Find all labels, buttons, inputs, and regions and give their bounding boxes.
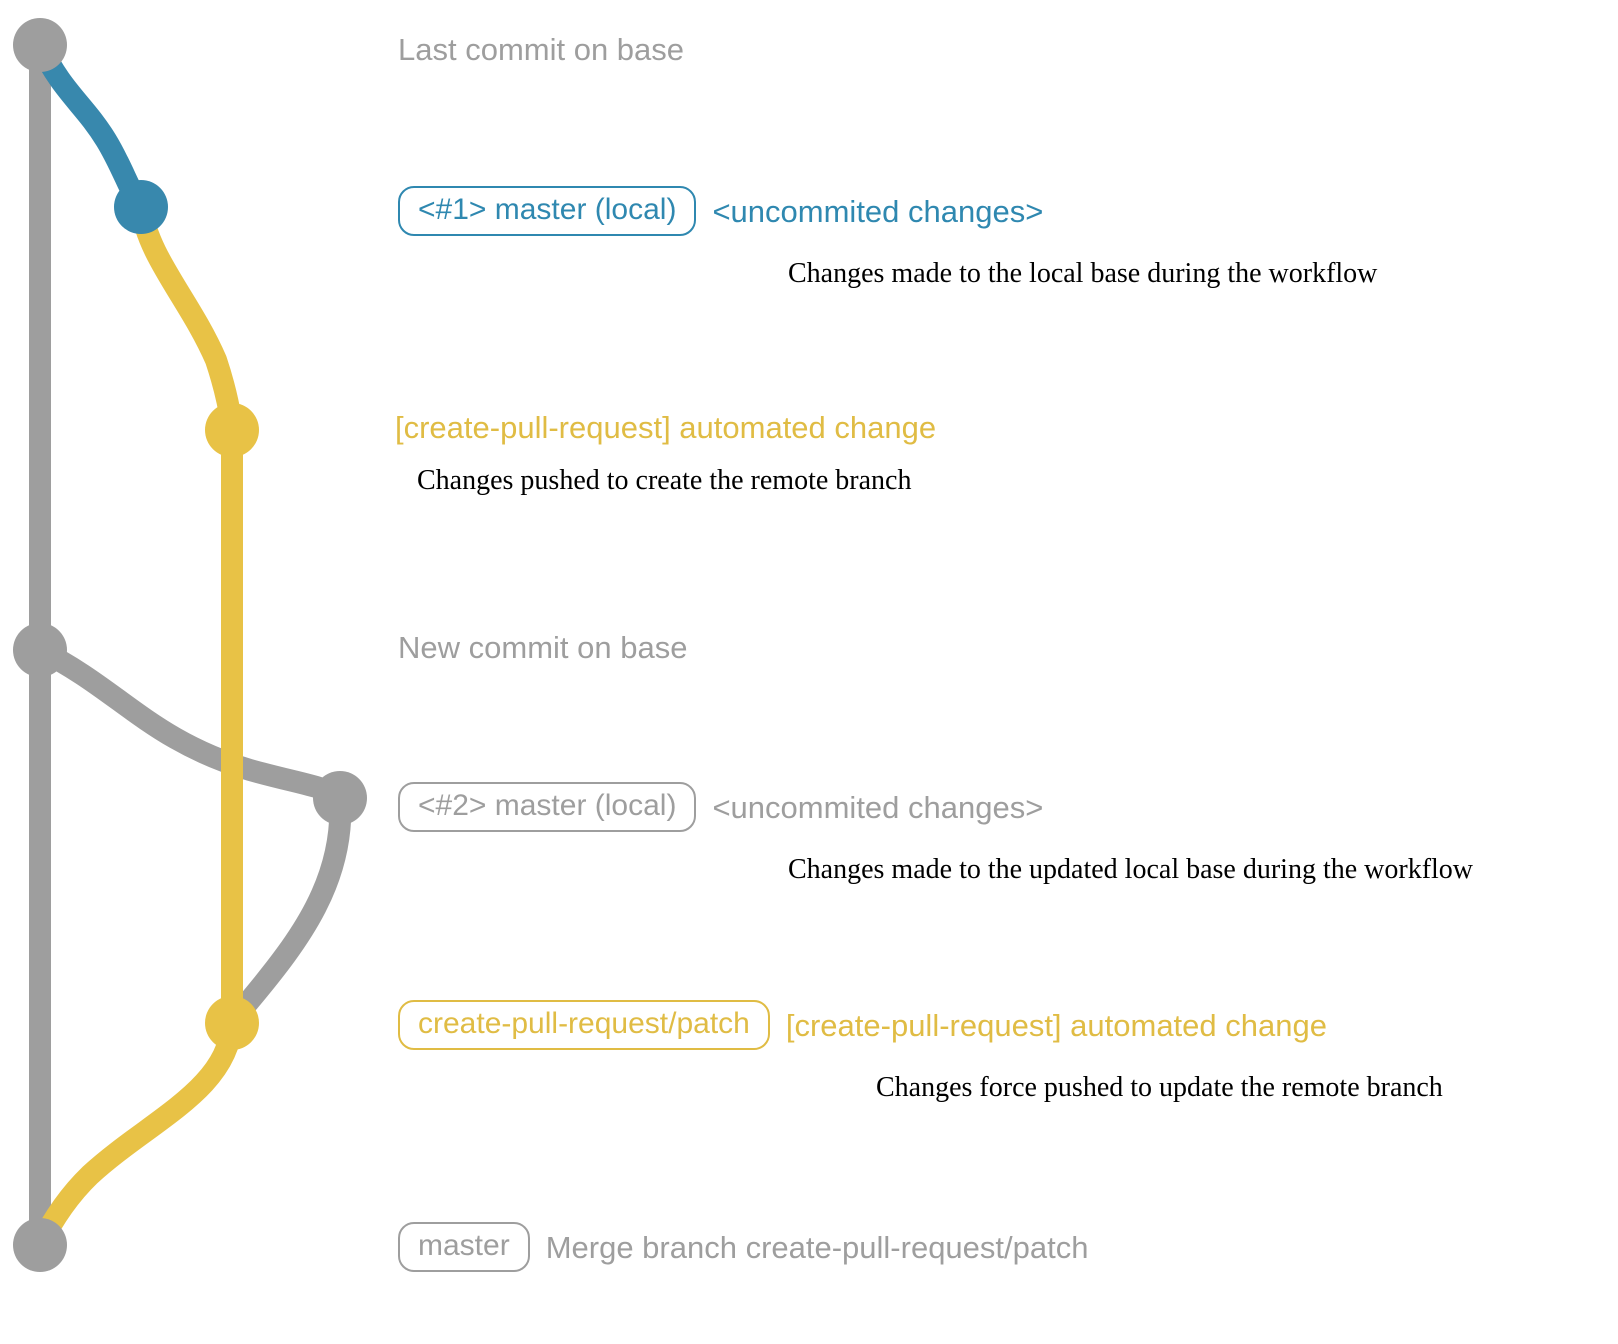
commit-subject-master-local-2: <uncommited changes>	[712, 789, 1044, 825]
node-merge	[13, 1218, 67, 1272]
branch-pill-create-pull-request-patch[interactable]: create-pull-request/patch	[398, 1000, 770, 1050]
row-main: [create-pull-request] automated change	[395, 412, 936, 443]
branch-pill-master[interactable]: master	[398, 1222, 530, 1272]
node-local-2	[313, 771, 367, 825]
row-merge-branch: master Merge branch create-pull-request/…	[398, 1222, 1088, 1272]
commit-subject-automated-change-1: [create-pull-request] automated change	[395, 410, 937, 445]
row-main: <#1> master (local) <uncommited changes>	[398, 186, 1043, 236]
commit-subject-new-commit-on-base: New commit on base	[398, 630, 688, 665]
node-base-head	[13, 18, 67, 72]
row-main: create-pull-request/patch [create-pull-r…	[398, 1000, 1327, 1050]
row-main: master Merge branch create-pull-request/…	[398, 1222, 1088, 1272]
branch-pill-master-local-1[interactable]: <#1> master (local)	[398, 186, 697, 236]
row-automated-change-2: create-pull-request/patch [create-pull-r…	[398, 1000, 1443, 1102]
row-automated-change-1: [create-pull-request] automated change C…	[395, 412, 936, 495]
commit-description-master-local-1: Changes made to the local base during th…	[788, 258, 1378, 289]
commit-description-automated-change-1: Changes pushed to create the remote bran…	[417, 465, 912, 496]
commit-nodes	[13, 18, 367, 1272]
commit-subject-master-local-1: <uncommited changes>	[712, 193, 1044, 229]
branch-pill-master-local-2[interactable]: <#2> master (local)	[398, 782, 697, 832]
row-main: New commit on base	[398, 632, 687, 663]
row-new-commit-on-base: New commit on base	[398, 632, 687, 663]
node-base-new	[13, 623, 67, 677]
row-master-local-2: <#2> master (local) <uncommited changes>…	[398, 782, 1473, 884]
node-patch-2	[205, 996, 259, 1050]
commit-description-master-local-2: Changes made to the updated local base d…	[788, 854, 1474, 885]
node-local-1	[114, 180, 168, 234]
node-patch-1	[205, 403, 259, 457]
commit-subject-merge-branch: Merge branch create-pull-request/patch	[545, 1229, 1089, 1265]
commit-subject-automated-change-2: [create-pull-request] automated change	[785, 1007, 1327, 1043]
commit-graph	[13, 18, 367, 1272]
commit-description-automated-change-2: Changes force pushed to update the remot…	[876, 1072, 1443, 1103]
commit-subject-last-commit-on-base: Last commit on base	[398, 32, 685, 67]
row-last-commit-on-base: Last commit on base	[398, 34, 684, 65]
row-master-local-1: <#1> master (local) <uncommited changes>…	[398, 186, 1377, 288]
row-main: Last commit on base	[398, 34, 684, 65]
row-main: <#2> master (local) <uncommited changes>	[398, 782, 1043, 832]
